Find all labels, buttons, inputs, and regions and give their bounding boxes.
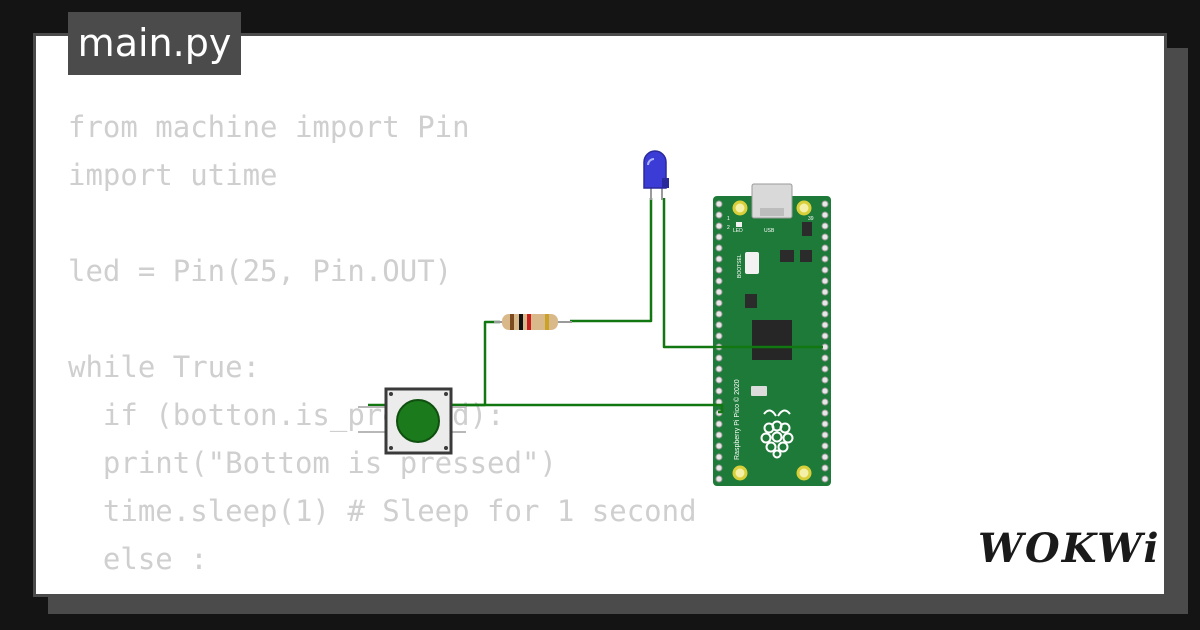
preview-card: from machine import Pin import utime led =… xyxy=(33,33,1167,597)
pico-board[interactable]: LED USB 1 2 39 BOOTSEL Raspberry Pi Pico… xyxy=(713,183,831,486)
mounting-holes xyxy=(732,200,812,481)
led-label: LED xyxy=(733,228,743,234)
raspberry-logo-icon xyxy=(760,409,794,459)
left-pin-header xyxy=(715,200,723,483)
wire-button-gpio xyxy=(368,403,724,414)
bootsel-button[interactable] xyxy=(745,252,759,274)
code-line: from machine import Pin xyxy=(68,110,470,144)
bootsel-label: BOOTSEL xyxy=(737,254,743,278)
blue-led[interactable] xyxy=(643,150,669,200)
code-line: print("Bottom is pressed") xyxy=(68,446,557,480)
push-button[interactable] xyxy=(358,387,466,455)
pin-39-label: 39 xyxy=(808,216,814,222)
resistor[interactable] xyxy=(494,314,572,330)
flash-chip xyxy=(745,294,757,308)
wire-led-cathode xyxy=(570,198,653,323)
code-editor: from machine import Pin import utime led =… xyxy=(68,103,697,594)
code-line: while True: xyxy=(68,350,261,384)
pin-1-label: 1 xyxy=(727,216,730,222)
circuit-diagram: LED USB 1 2 39 BOOTSEL Raspberry Pi Pico… xyxy=(358,150,831,486)
code-line: else : xyxy=(68,542,208,576)
board-label: Raspberry Pi Pico © 2020 xyxy=(733,379,741,460)
smd-chip xyxy=(802,222,812,236)
usb-label: USB xyxy=(764,228,775,234)
wire-led-anode xyxy=(662,198,823,349)
smd-chip xyxy=(800,250,812,262)
onboard-led xyxy=(736,222,742,227)
debug-connector xyxy=(751,386,767,396)
wokwi-logo: WOKWi xyxy=(978,525,1161,572)
rp2040-chip xyxy=(752,320,792,360)
file-tab[interactable]: main.py xyxy=(68,12,241,75)
right-pin-header xyxy=(821,200,829,483)
code-line: time.sleep(1) # Sleep for 1 second xyxy=(68,494,697,528)
usb-port xyxy=(760,208,784,216)
wire-resistor-button xyxy=(450,320,500,407)
wires xyxy=(368,198,823,414)
smd-chip xyxy=(780,250,794,262)
code-line: led = Pin(25, Pin.OUT) xyxy=(68,254,453,288)
code-line: import utime xyxy=(68,158,278,192)
pin-2-label: 2 xyxy=(727,225,730,231)
code-line: print("released") xyxy=(68,583,697,594)
